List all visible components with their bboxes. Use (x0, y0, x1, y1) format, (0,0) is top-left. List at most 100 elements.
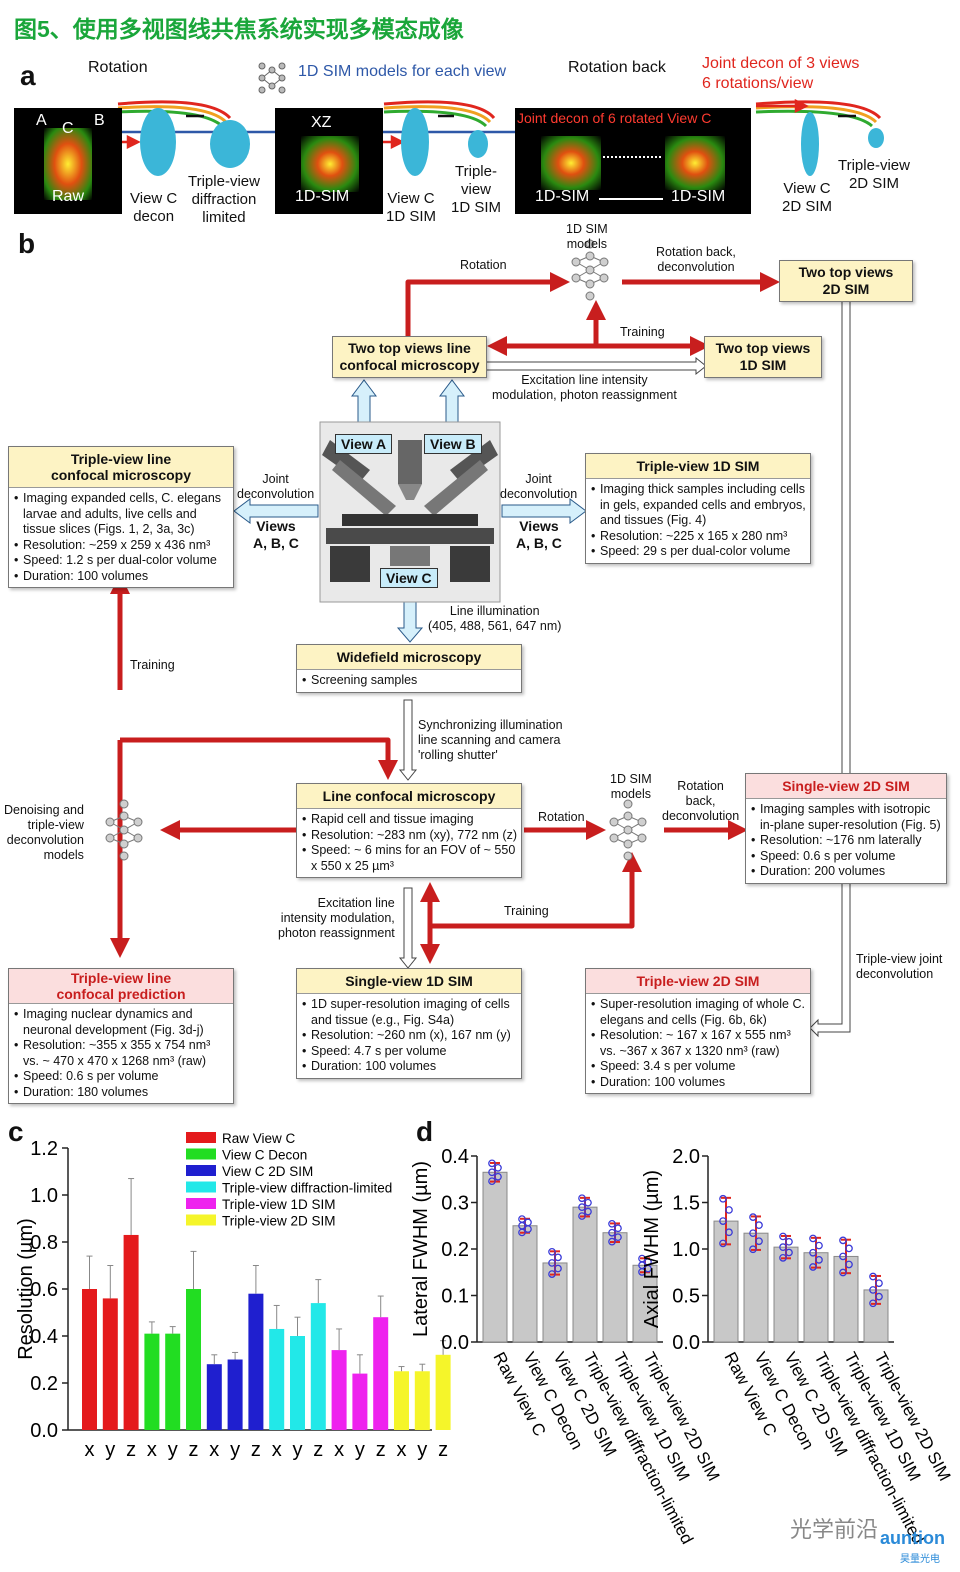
d-point (755, 1237, 763, 1246)
c-xtick-label: x (397, 1439, 407, 1461)
d-point (494, 1172, 502, 1181)
c-legend-label: View C Decon (222, 1148, 307, 1163)
c-bar (290, 1336, 305, 1430)
d-ylabel: Lateral FWHM (µm) (410, 1161, 432, 1337)
d-point (809, 1248, 817, 1257)
d-point (494, 1163, 502, 1172)
rotback-top: Rotation back, deconvolution (656, 245, 736, 274)
excite-mid: Excitation line intensity modulation, ph… (278, 896, 395, 940)
c-xtick-label: x (209, 1439, 219, 1461)
bullet-item: Duration: 100 volumes (591, 1075, 806, 1091)
d-point (719, 1239, 727, 1248)
denoise-label: Denoising and triple-view deconvolution … (4, 803, 84, 862)
watermark: 光学前沿 (790, 1517, 879, 1542)
c-legend-label: Triple-view diffraction-limited (222, 1181, 392, 1196)
c-ytick-label: 0.8 (30, 1232, 58, 1254)
d-point (755, 1221, 763, 1230)
c-legend-label: Raw View C (222, 1131, 296, 1146)
c-bar (331, 1350, 347, 1430)
c-legend-swatch (186, 1214, 216, 1226)
d-ylabel: Axial FWHM (µm) (641, 1170, 663, 1328)
c-bar (248, 1293, 264, 1430)
bullet-item: Resolution: ~225 x 165 x 280 nm³ (591, 529, 806, 545)
c-ytick-label: 0.6 (30, 1279, 58, 1301)
bullet-item: Imaging thick samples including cells in… (591, 482, 806, 529)
triple-view-1dsim-box: Triple-view 1D SIM Imaging thick samples… (585, 453, 811, 564)
panel-b-letter: b (18, 228, 36, 259)
d-point (875, 1279, 883, 1288)
a-joint-decon-label: Joint decon of 3 views (702, 55, 860, 72)
triple-2dsim-label: Triple-view 2D SIM (838, 157, 910, 192)
bullet-item: 1D super-resolution imaging of cells and… (302, 997, 517, 1028)
d-ytick-label: 0.0 (672, 1332, 700, 1354)
bullet-item: Resolution: ~283 nm (xy), 772 nm (z) (302, 828, 517, 844)
c-ylabel: Resolution (µm) (15, 1218, 37, 1360)
bullet-item: Speed: 0.6 s per volume (751, 849, 942, 865)
c-bar (186, 1289, 201, 1430)
bullet-item: Speed: 1.2 s per dual-color volume (14, 553, 229, 569)
c-ytick-label: 0.2 (30, 1373, 58, 1395)
d-bar (632, 1264, 658, 1343)
d-point (815, 1241, 823, 1250)
panel-d-letter: d (416, 1116, 434, 1147)
rotation-top: Rotation (460, 258, 507, 272)
c-bar (227, 1359, 243, 1430)
bullet-item: Speed: 3.4 s per volume (591, 1059, 806, 1075)
d-point (548, 1247, 556, 1256)
d-point (749, 1213, 757, 1221)
bullet-item: Rapid cell and tissue imaging (302, 812, 517, 828)
bullet-item: Duration: 180 volumes (14, 1085, 229, 1101)
d-ytick-label: 2.0 (672, 1146, 700, 1168)
c-ytick-label: 0.0 (30, 1420, 58, 1442)
c-xtick-label: x (147, 1439, 157, 1461)
triple-dl-label: Triple-view diffraction limited (188, 173, 260, 226)
d-point (725, 1206, 733, 1214)
d-point (845, 1260, 853, 1269)
a-rotation-label: Rotation (88, 59, 148, 76)
c-xtick-label: z (251, 1439, 261, 1461)
d-point (614, 1224, 622, 1233)
d-point (488, 1168, 496, 1177)
d-point (779, 1254, 787, 1262)
c-xtick-label: x (272, 1439, 282, 1461)
bullet-item: Speed: 4.7 s per volume (302, 1044, 517, 1060)
c-xtick-label: z (376, 1439, 386, 1461)
c-xtick-label: z (189, 1439, 199, 1461)
panel-b-flow (105, 239, 851, 1038)
c-xtick-label: y (355, 1439, 365, 1461)
c-xtick-label: z (438, 1439, 448, 1461)
c-legend-label: View C 2D SIM (222, 1164, 313, 1179)
rotation-mid: Rotation (538, 810, 585, 824)
d-point (608, 1237, 616, 1246)
c-bar (373, 1317, 389, 1430)
bullet-item: Duration: 200 volumes (751, 864, 942, 880)
c-xtick-label: x (85, 1439, 95, 1461)
c-legend-swatch (186, 1198, 216, 1209)
joint-right: Joint deconvolution (500, 472, 578, 501)
bullet-item: Imaging samples with isotropic in-plane … (751, 802, 942, 833)
1dsim-image: XZ 1D-SIM (275, 108, 383, 214)
triple-view-2dsim-box: Triple-view 2D SIM Super-resolution imag… (585, 968, 811, 1094)
d-point (554, 1264, 562, 1273)
c-xtick-label: x (334, 1439, 344, 1461)
c-xtick-label: y (230, 1439, 240, 1461)
c-bar (102, 1298, 118, 1430)
views-right: Views A, B, C (516, 518, 562, 551)
training-top: Training (620, 325, 665, 339)
d-point (719, 1194, 727, 1203)
sim-models-mid: 1D SIM models (610, 772, 652, 801)
d-point (809, 1234, 817, 1243)
bullet-item: Resolution: ~176 nm laterally (751, 833, 942, 849)
d-point (719, 1217, 727, 1225)
viewc-1dsim-label: View C 1D SIM (386, 190, 437, 225)
d-point (548, 1270, 556, 1278)
sim-models-top: 1D SIM models (566, 222, 608, 251)
joint-left: Joint deconvolution (237, 472, 315, 501)
d-point (785, 1248, 793, 1257)
bullet-item: Speed: 0.6 s per volume (14, 1069, 229, 1085)
bullet-item: Screening samples (302, 673, 517, 689)
c-legend-swatch (186, 1132, 216, 1143)
viewc-2dsim-label: View C 2D SIM (782, 180, 833, 215)
bullet-item: Imaging expanded cells, C. elegans larva… (14, 491, 229, 538)
